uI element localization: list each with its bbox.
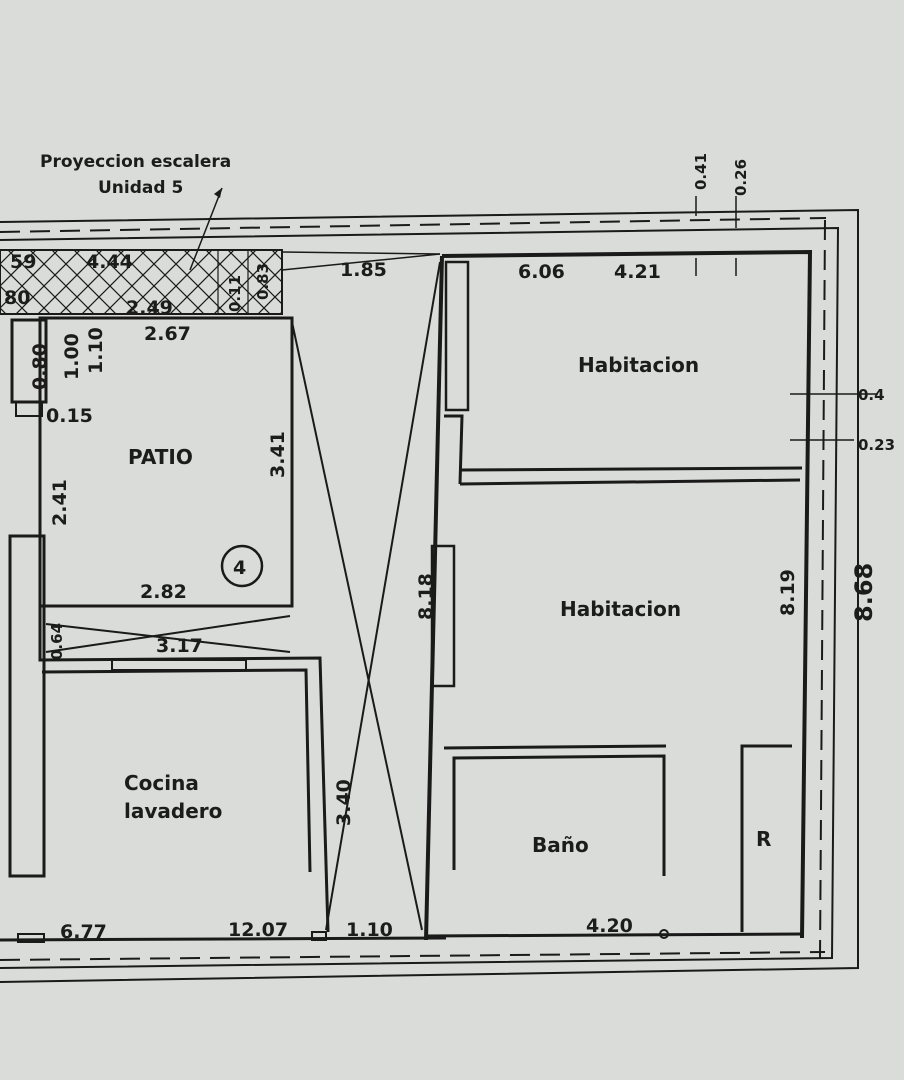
dim-0-11: 0.11 <box>226 275 244 312</box>
dim-0-26: 0.26 <box>732 159 750 196</box>
dim-4-44: 4.44 <box>86 251 133 273</box>
interior-walls <box>424 249 813 941</box>
stair-projection-line-2 <box>281 251 441 255</box>
dim-8-68: 8.68 <box>850 563 878 622</box>
property-boundary <box>0 208 859 983</box>
dim-1-10v: 1.10 <box>85 327 107 374</box>
room-label-patio: PATIO <box>128 445 193 469</box>
dim-0-83: 0.83 <box>254 263 272 300</box>
dim-6-06: 6.06 <box>518 261 565 283</box>
dim-2-49: 2.49 <box>126 297 173 319</box>
dim-0-64: 0.64 <box>48 623 66 660</box>
annotation-line-1: Proyeccion escalera <box>40 152 231 172</box>
dim-2-67: 2.67 <box>144 323 191 345</box>
dimension-ticks <box>695 196 878 441</box>
annotation-leader <box>189 187 223 271</box>
dim-2-41: 2.41 <box>49 479 71 526</box>
dim-1-10: 1.10 <box>346 919 393 941</box>
room-label-habitacion-lower: Habitacion <box>560 597 681 621</box>
room-label-lavadero: lavadero <box>124 799 222 823</box>
dim-3-40: 3.40 <box>333 779 355 826</box>
dim-8-19: 8.19 <box>777 569 799 616</box>
dim-4-20: 4.20 <box>586 915 633 937</box>
left-unit-walls <box>0 316 669 943</box>
annotation-arrowhead <box>214 188 222 198</box>
stair-projection-hatch <box>0 249 283 315</box>
room-label-habitacion-upper: Habitacion <box>578 353 699 377</box>
dim-12-07: 12.07 <box>228 919 288 941</box>
dim-80: 80 <box>4 287 30 309</box>
dim-0-4: 0.4 <box>858 386 885 404</box>
room-label-cocina: Cocina <box>124 771 199 795</box>
dim-8-18: 8.18 <box>415 573 437 620</box>
room-label-bano: Baño <box>532 833 589 857</box>
dim-3-17: 3.17 <box>156 635 203 657</box>
unit-number: 4 <box>233 557 246 579</box>
dim-0-41: 0.41 <box>692 153 710 190</box>
void-cross <box>291 261 441 931</box>
dim-0-80v: 0.80 <box>29 343 51 390</box>
dim-2-82: 2.82 <box>140 581 187 603</box>
dim-6-77: 6.77 <box>60 921 107 943</box>
stair-projection-line <box>281 253 441 271</box>
dim-0-15: 0.15 <box>46 405 93 427</box>
dim-59: 59 <box>10 251 36 273</box>
annotation-line-2: Unidad 5 <box>98 178 183 198</box>
room-label-r: R <box>756 827 771 851</box>
dim-4-21: 4.21 <box>614 261 661 283</box>
dim-3-41: 3.41 <box>267 431 289 478</box>
dim-1-85: 1.85 <box>340 259 387 281</box>
unit-number-circle <box>220 544 264 588</box>
dim-0-23: 0.23 <box>858 436 895 454</box>
dim-1-00: 1.00 <box>61 333 83 380</box>
